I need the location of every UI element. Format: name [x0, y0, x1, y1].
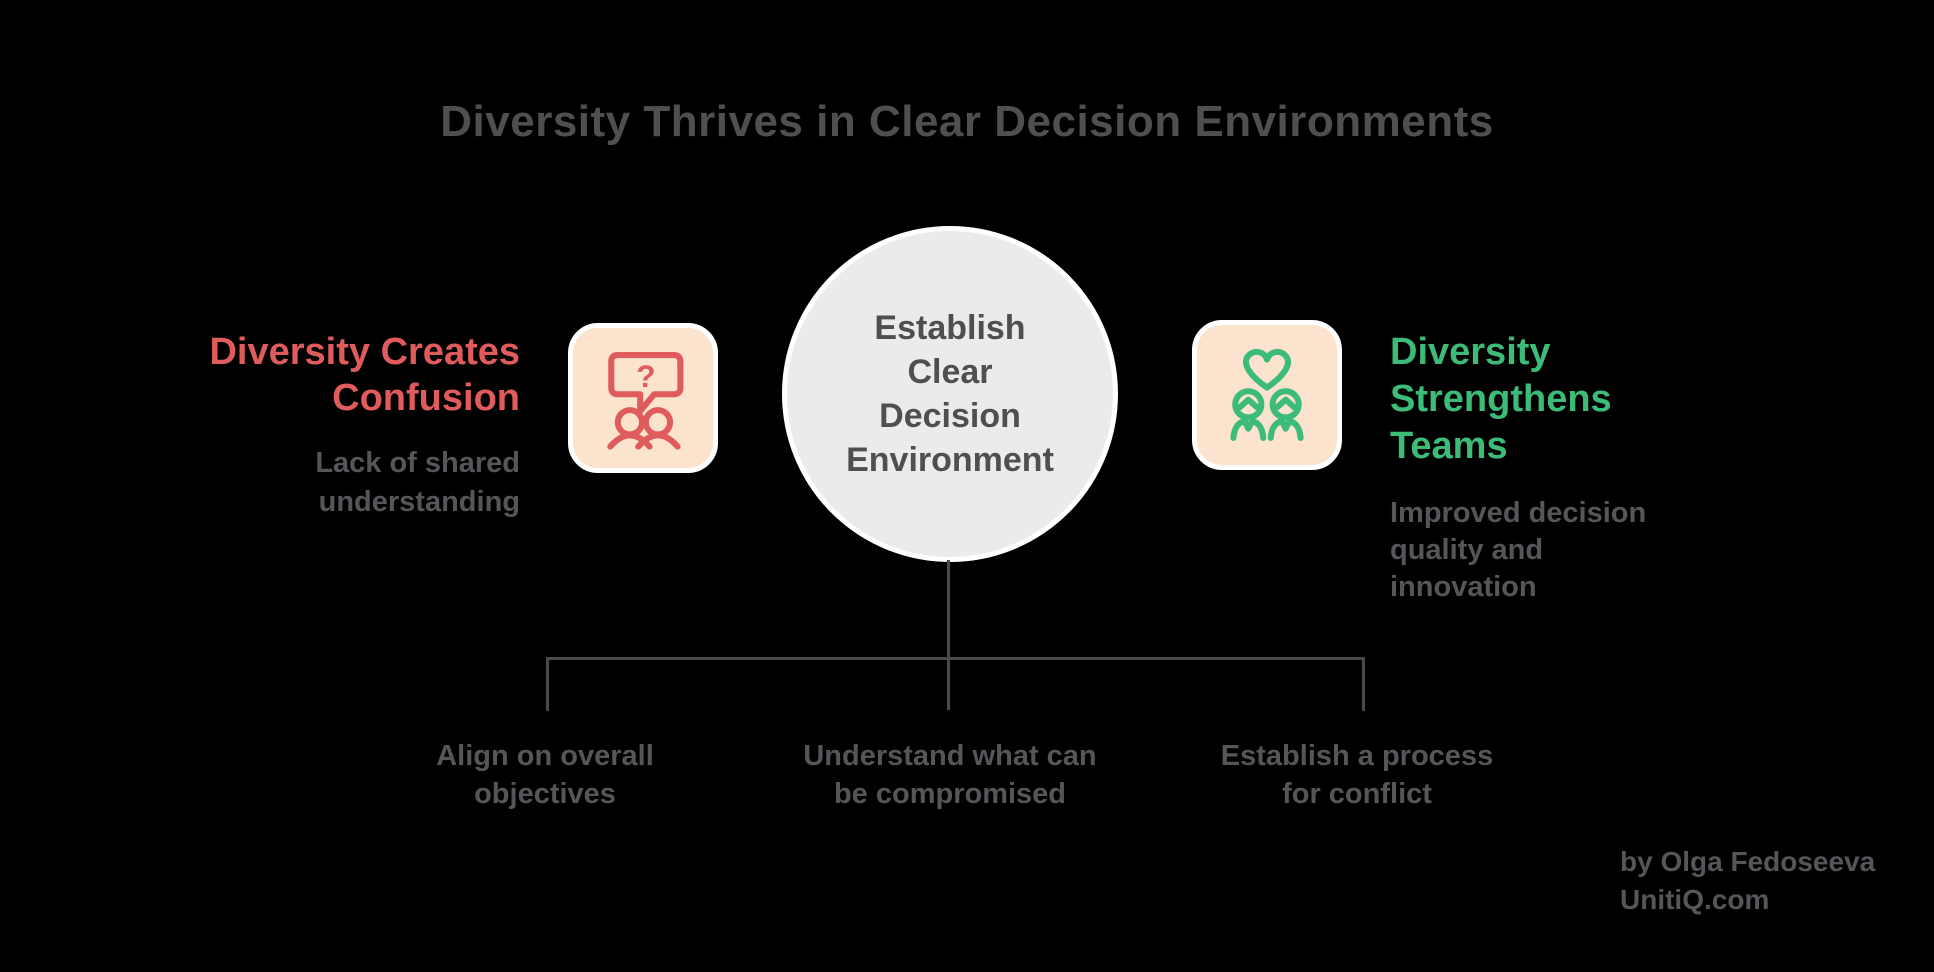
person-head-shape — [642, 407, 674, 438]
person-head-shape — [1232, 388, 1265, 421]
person-shoulders-shape — [635, 432, 681, 450]
central-node-label: Establish Clear Decision Environment — [846, 309, 1054, 479]
speech-bubble-shape — [608, 352, 684, 415]
branch-label-align-objectives: Align on overall objectives — [436, 740, 654, 810]
people-question-icon: ? — [607, 352, 684, 450]
connector-vertical-line — [947, 560, 950, 710]
attribution: by Olga Fedoseeva UnitiQ.com — [1620, 843, 1875, 919]
person-shoulders-shape — [607, 432, 653, 450]
person-hair-shape — [1274, 396, 1298, 411]
page-title: Diversity Thrives in Clear Decision Envi… — [440, 97, 1494, 146]
connector-left-drop-line — [546, 657, 549, 711]
right-heading: Diversity Strengthens Teams — [1390, 331, 1612, 467]
central-node: Establish Clear Decision Environment — [782, 226, 1118, 562]
attribution-site: UnitiQ.com — [1620, 884, 1770, 915]
question-mark-glyph: ? — [636, 358, 655, 394]
people-heart-icon — [1230, 348, 1304, 441]
right-subtext: Improved decision quality and innovation — [1390, 497, 1647, 603]
connector-right-drop-line — [1362, 657, 1365, 711]
person-head-shape — [1269, 388, 1302, 421]
attribution-author: by Olga Fedoseeva — [1620, 846, 1876, 877]
connector-horizontal-line — [546, 657, 1365, 660]
branch-label-conflict-process: Establish a process for conflict — [1220, 740, 1494, 810]
person-body-shape — [1267, 418, 1304, 441]
left-subtext: Lack of shared understanding — [315, 447, 520, 518]
left-heading: Diversity Creates Confusion — [209, 331, 520, 419]
person-body-shape — [1230, 418, 1267, 441]
confusion-icon-tile: ? — [568, 323, 718, 473]
teams-icon-tile — [1192, 320, 1342, 470]
person-hair-shape — [1236, 396, 1260, 411]
heart-shape — [1243, 348, 1291, 391]
person-head-shape — [614, 407, 646, 438]
branch-label-understand-compromise: Understand what can be compromised — [803, 740, 1097, 810]
